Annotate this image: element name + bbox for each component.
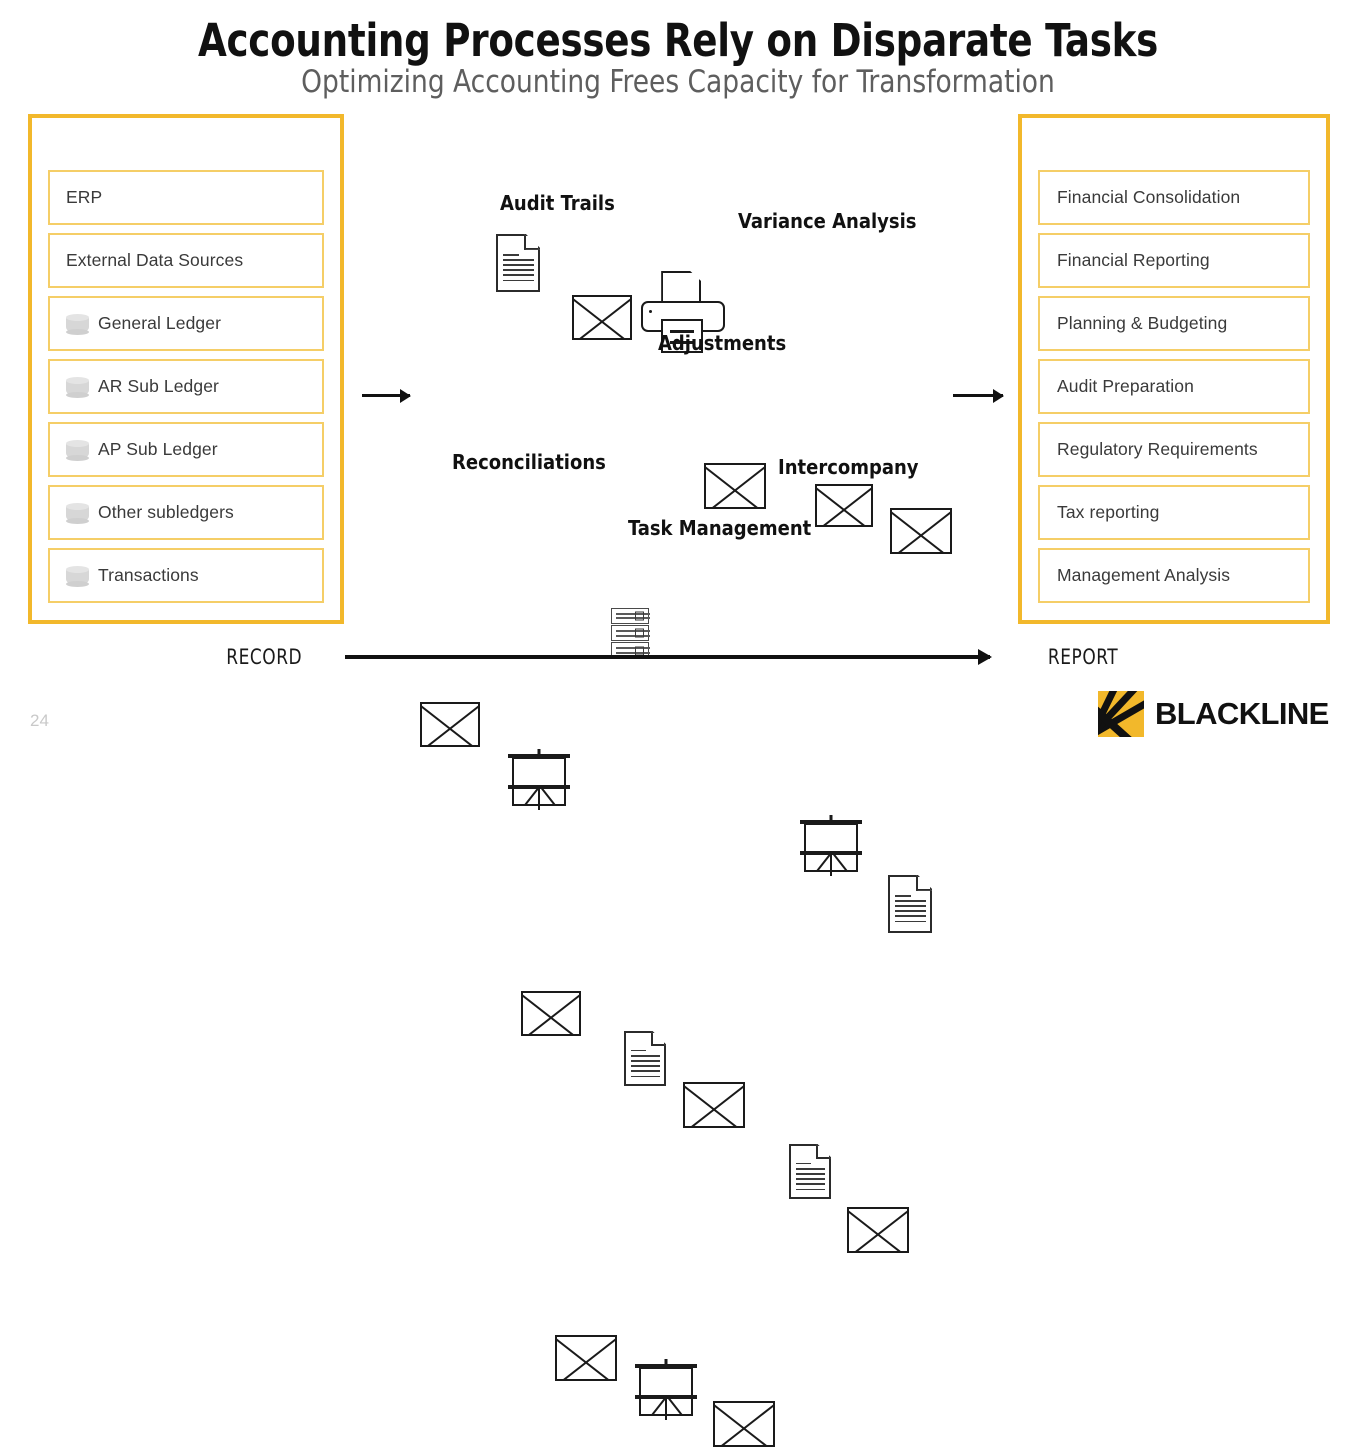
database-icon [66,440,89,461]
envelope-icon [713,1401,775,1447]
report-output-label: Audit Preparation [1057,376,1194,396]
record-to-report-arrow [345,655,990,659]
presentation-board-icon [800,815,862,876]
record-to-tasks-arrow [362,394,410,397]
page-title: Accounting Processes Rely on Disparate T… [197,14,1159,67]
report-output-item[interactable]: Planning & Budgeting [1038,296,1310,351]
record-source-item[interactable]: Transactions [48,548,324,603]
page-subtitle: Optimizing Accounting Frees Capacity for… [301,64,1055,100]
envelope-icon [847,1207,909,1253]
database-icon [66,566,89,587]
page-number: 24 [30,711,49,730]
document-icon [624,1031,666,1086]
blackline-wordmark: BLACKLINE [1155,696,1329,731]
task-label: Task Management [628,516,812,540]
document-icon [888,875,932,933]
task-label: Reconciliations [452,450,606,474]
task-label: Intercompany [778,455,919,479]
server-rack-icon [611,608,650,670]
record-source-item[interactable]: ERP [48,170,324,225]
envelope-icon [704,463,766,509]
report-output-label: Regulatory Requirements [1057,439,1258,459]
database-icon [66,503,89,524]
task-label: Adjustments [658,331,787,355]
report-output-label: Management Analysis [1057,565,1231,585]
blackline-logo: BLACKLINE [1098,690,1330,738]
record-source-item[interactable]: General Ledger [48,296,324,351]
record-source-label: Transactions [98,565,199,585]
record-source-item[interactable]: AP Sub Ledger [48,422,324,477]
report-output-item[interactable]: Audit Preparation [1038,359,1310,414]
envelope-icon [683,1082,745,1128]
record-source-label: External Data Sources [66,250,244,270]
presentation-board-icon [508,749,570,810]
report-output-item[interactable]: Management Analysis [1038,548,1310,603]
database-icon [66,314,89,335]
record-source-label: General Ledger [98,313,222,333]
record-source-item[interactable]: External Data Sources [48,233,324,288]
blackline-logo-mark [1098,691,1144,737]
record-label: RECORD [226,645,303,669]
report-label: REPORT [1047,645,1119,669]
report-output-item[interactable]: Tax reporting [1038,485,1310,540]
envelope-icon [815,484,873,527]
document-icon [496,234,540,292]
task-label: Audit Trails [500,191,615,215]
document-icon [789,1144,831,1199]
database-icon [66,377,89,398]
record-source-item[interactable]: Other subledgers [48,485,324,540]
record-source-label: Other subledgers [98,502,234,522]
report-output-label: Financial Consolidation [1057,187,1241,207]
tasks-to-report-arrow [953,394,1003,397]
record-source-label: ERP [66,187,103,207]
record-source-label: AP Sub Ledger [98,439,218,459]
envelope-icon [420,702,480,747]
report-output-label: Planning & Budgeting [1057,313,1228,333]
report-output-item[interactable]: Financial Consolidation [1038,170,1310,225]
printer-icon [641,271,725,353]
envelope-icon [890,508,952,554]
record-source-label: AR Sub Ledger [98,376,219,396]
report-output-item[interactable]: Regulatory Requirements [1038,422,1310,477]
presentation-board-icon [635,1359,697,1420]
report-output-label: Tax reporting [1057,502,1160,522]
slide-canvas: Accounting Processes Rely on Disparate T… [0,0,1356,742]
record-source-item[interactable]: AR Sub Ledger [48,359,324,414]
report-output-item[interactable]: Financial Reporting [1038,233,1310,288]
report-output-label: Financial Reporting [1057,250,1210,270]
envelope-icon [521,991,581,1036]
envelope-icon [555,1335,617,1381]
envelope-icon [572,295,632,340]
task-label: Variance Analysis [738,209,917,233]
